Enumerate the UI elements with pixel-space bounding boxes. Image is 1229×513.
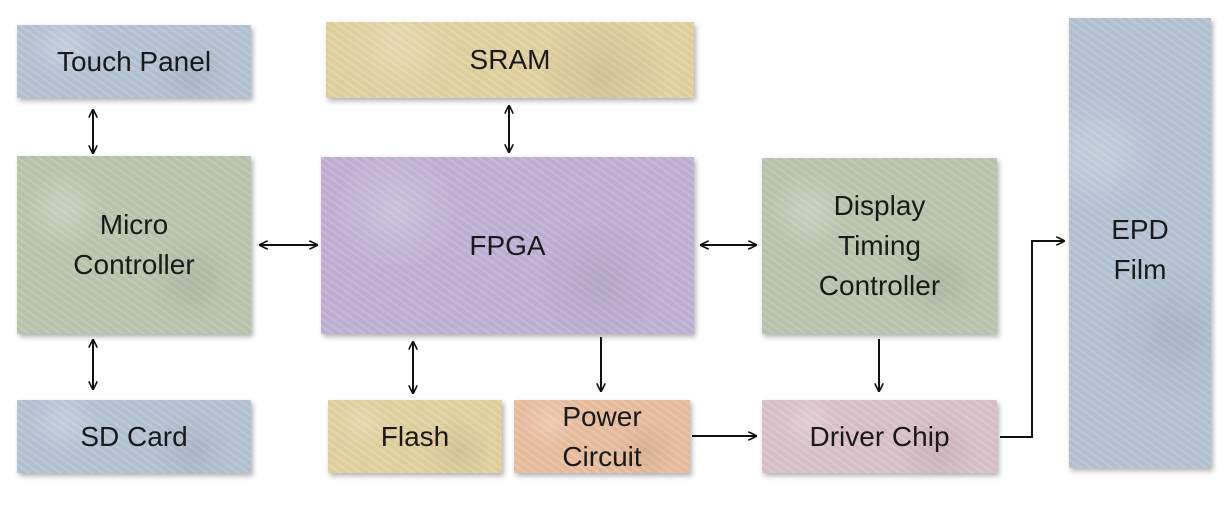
touch-panel-block: Touch Panel	[17, 25, 251, 98]
fpga-block: FPGA	[321, 157, 694, 334]
power-circuit-label: Power Circuit	[562, 400, 642, 472]
touch-panel-label: Touch Panel	[56, 45, 212, 77]
flash-label: Flash	[380, 420, 450, 452]
display-timing-controller-block: Display Timing Controller	[762, 158, 997, 334]
sram-label: SRAM	[469, 44, 551, 75]
micro-controller-label: Micro Controller	[73, 209, 195, 280]
micro-controller-block: Micro Controller	[17, 156, 251, 334]
epd-film-block: EPD Film	[1069, 18, 1211, 468]
power-circuit-block: Power Circuit	[514, 400, 690, 473]
sram-block: SRAM	[326, 22, 694, 98]
driver-chip-block: Driver Chip	[762, 400, 997, 473]
flash-block: Flash	[328, 400, 502, 473]
epd-film-label: EPD Film	[1111, 214, 1169, 285]
driver-chip-label: Driver Chip	[809, 420, 950, 452]
sd-card-label: SD Card	[80, 420, 188, 452]
fpga-label: FPGA	[469, 229, 546, 261]
arrow-driver-chip-epd-film	[1000, 241, 1064, 438]
display-timing-controller-label: Display Timing Controller	[818, 190, 941, 301]
sd-card-block: SD Card	[17, 400, 251, 473]
